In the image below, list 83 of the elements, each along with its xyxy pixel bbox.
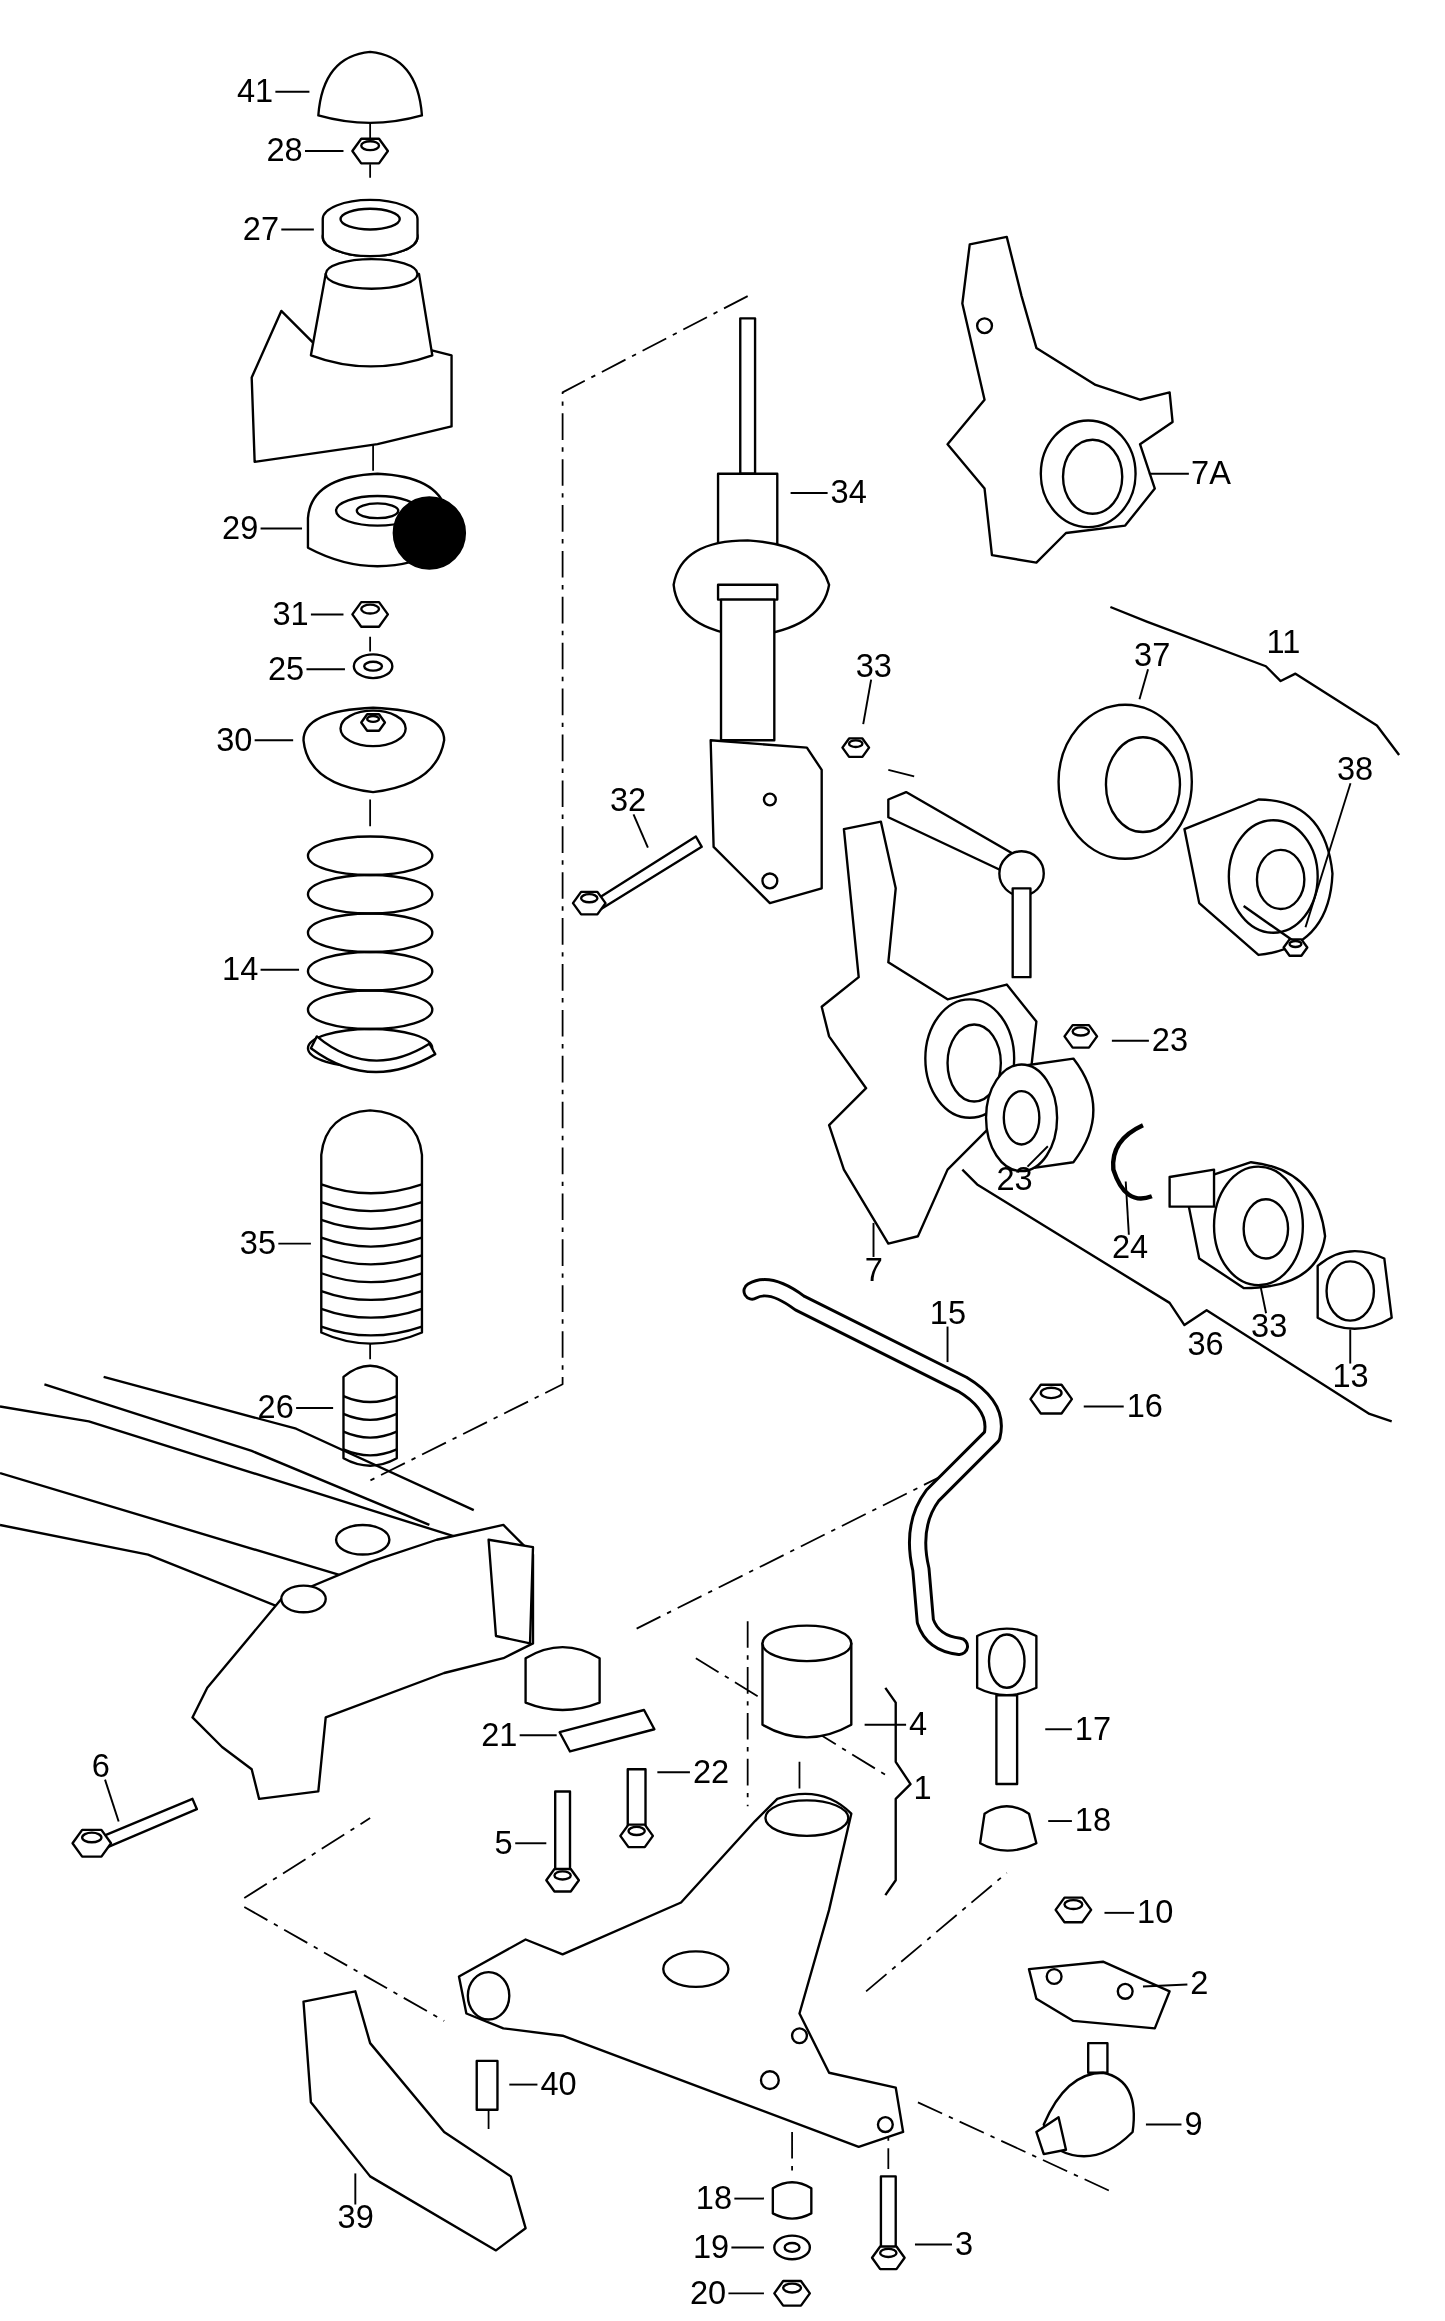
leader-line	[1124, 1180, 1130, 1236]
callout-number: 35	[238, 1225, 278, 1262]
leader-line	[274, 90, 311, 93]
leader-line	[1144, 2123, 1183, 2126]
callout-number: 40	[538, 2066, 579, 2103]
leader-line	[632, 813, 649, 849]
callout-number: 16	[1125, 1388, 1165, 1425]
callout-number: 24	[1110, 1230, 1150, 1266]
leader-line	[309, 613, 345, 616]
callout-number: 1	[912, 1770, 933, 1807]
leader-line	[862, 678, 873, 726]
callout-number: 11	[1265, 624, 1302, 661]
callout-number: 14	[220, 952, 260, 988]
leader-line	[946, 1325, 949, 1364]
leader-line	[1044, 1728, 1073, 1731]
callout-number: 19	[691, 2229, 731, 2266]
callout-number: 23	[1150, 1023, 1190, 1059]
leader-line	[304, 150, 345, 152]
leader-line	[1147, 472, 1190, 475]
leader-line	[730, 2246, 765, 2249]
callout-number: 33	[1249, 1308, 1289, 1345]
leader-line	[280, 228, 315, 231]
callout-number: 9	[1182, 2106, 1205, 2143]
leader-line	[1047, 1820, 1073, 1822]
callout-number: 21	[479, 1717, 519, 1753]
leader-line	[259, 527, 303, 530]
leader-line	[733, 2197, 765, 2200]
leader-line	[1110, 1039, 1150, 1042]
callout-number: 4	[907, 1707, 929, 1743]
leader-line	[518, 1734, 558, 1737]
leader-line	[1142, 1983, 1189, 1988]
callout-number: 3	[953, 2226, 975, 2263]
callout-number: 10	[1135, 1895, 1175, 1931]
callout-number: 18	[694, 2180, 734, 2217]
leader-line	[1304, 782, 1352, 929]
leader-line	[872, 1221, 875, 1258]
leader-line	[253, 739, 295, 742]
leader-line	[305, 668, 346, 671]
callout-number: 23	[994, 1162, 1035, 1198]
leader-line	[1349, 1328, 1352, 1365]
leader-line	[1103, 1911, 1136, 1914]
callout-number: 18	[1073, 1803, 1113, 1839]
callout-number: 17	[1073, 1711, 1113, 1748]
leader-line	[104, 1778, 120, 1823]
leader-line	[514, 1842, 548, 1845]
callout-number: 33	[854, 648, 894, 684]
callout-number: 27	[241, 211, 281, 248]
callout-number: 31	[270, 596, 311, 633]
leader-line	[789, 492, 829, 494]
leader-line	[277, 1242, 312, 1245]
leader-line	[295, 1407, 335, 1409]
leader-line	[727, 2292, 765, 2295]
leader-line	[1082, 1405, 1125, 1408]
leader-line	[508, 2083, 539, 2086]
callout-number: 37	[1132, 638, 1172, 674]
callout-number: 22	[691, 1754, 731, 1790]
leader-line	[656, 1771, 691, 1774]
leader-line	[1259, 1283, 1268, 1315]
callout-number: 7A	[1189, 456, 1233, 492]
callout-number: 39	[336, 2200, 376, 2236]
callout-number: 36	[1186, 1326, 1225, 1363]
leader-line	[863, 1723, 908, 1726]
callout-number: 34	[829, 475, 869, 511]
callout-number: 26	[256, 1390, 296, 1426]
leader-line	[1138, 668, 1149, 701]
callout-number: 41	[235, 74, 275, 110]
callout-number: 20	[688, 2275, 728, 2312]
callout-number: 38	[1335, 752, 1375, 788]
callout-number: 13	[1331, 1359, 1371, 1395]
callout-number: 7	[863, 1252, 885, 1289]
leader-line	[1026, 1145, 1049, 1168]
callout-number: 5	[493, 1825, 515, 1862]
callout-number: 30	[214, 722, 254, 759]
callout-number: 29	[220, 510, 260, 547]
callout-number: 15	[928, 1295, 968, 1331]
callout-number: 6	[90, 1748, 112, 1785]
leader-line	[259, 968, 301, 971]
callout-number: 28	[265, 133, 305, 169]
callout-number: 25	[266, 651, 306, 687]
callout-number: 2	[1188, 1966, 1210, 2002]
leader-line	[914, 2243, 953, 2246]
callout-number: 32	[608, 783, 648, 819]
leader-line	[354, 2172, 357, 2206]
